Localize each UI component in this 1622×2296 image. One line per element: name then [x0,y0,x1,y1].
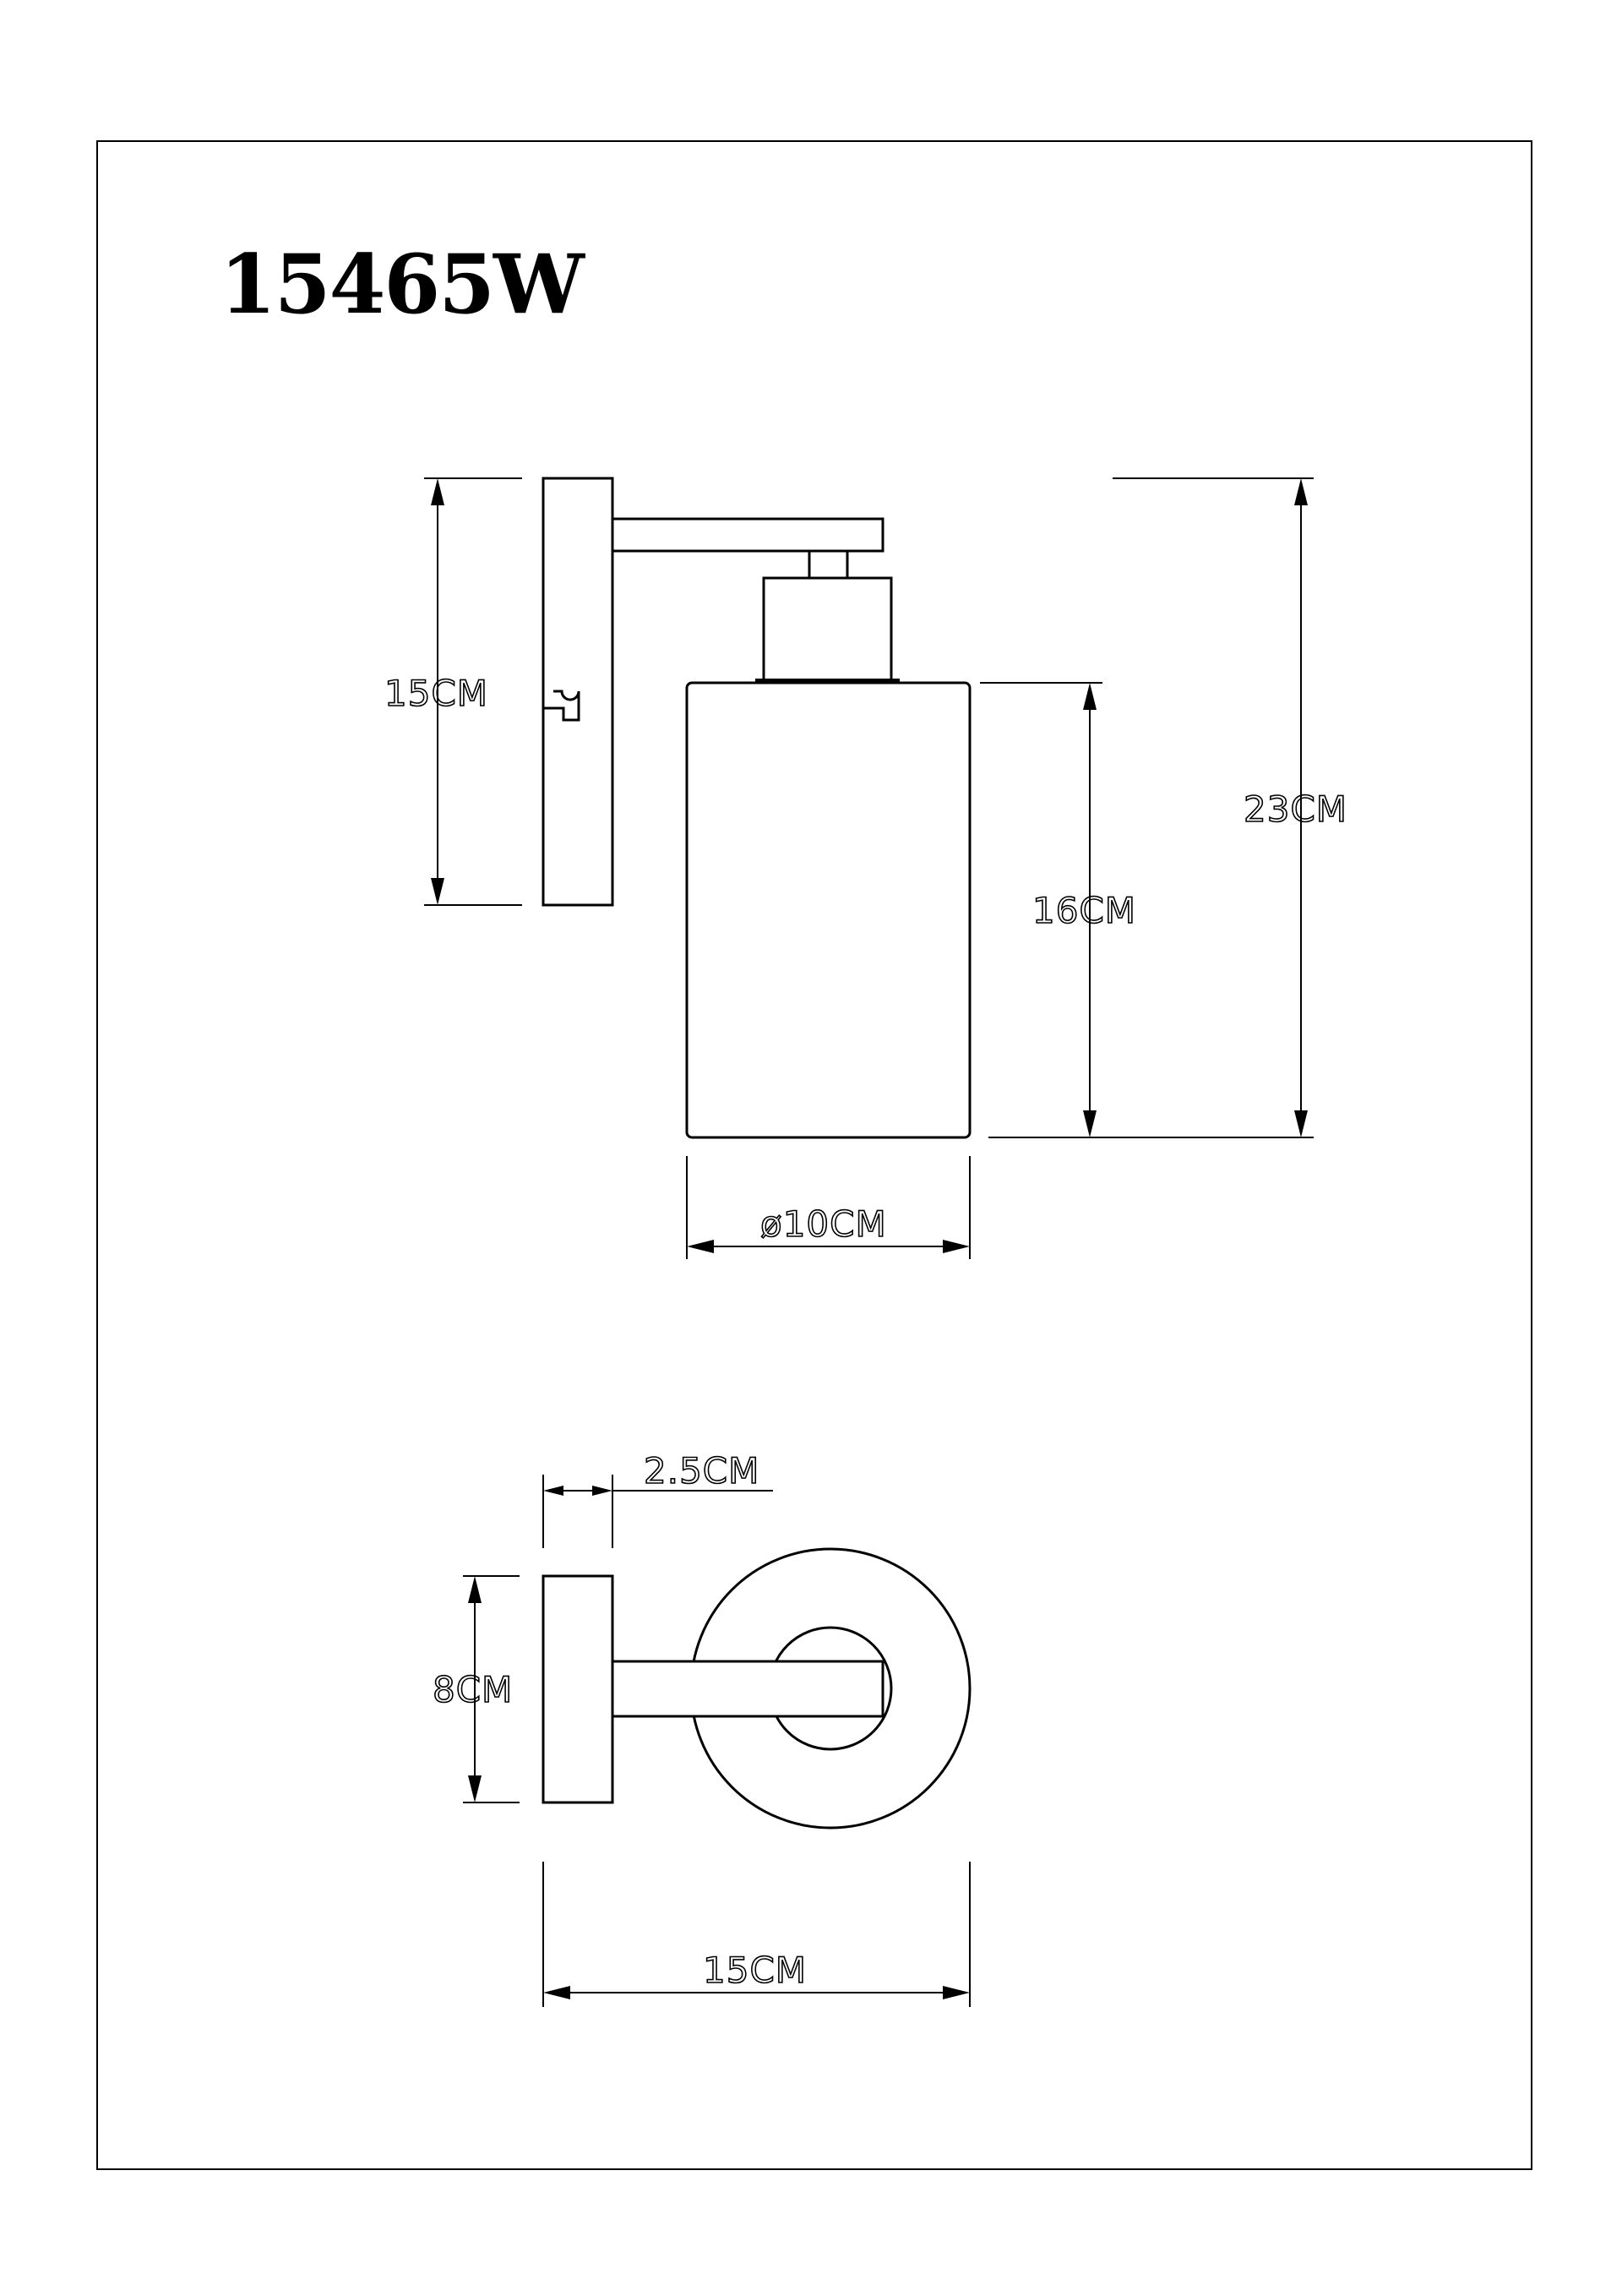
socket-collar [755,679,900,684]
arm-connector [808,549,849,580]
drawing-frame [96,140,1532,2170]
dimension-label-backplate-depth: 2.5CM [644,1450,759,1492]
dimension-label-overall-projection: 15CM [703,1950,807,1991]
backplate-top [542,1574,614,1804]
mounting-hook-notch [543,690,580,722]
top-view: 2.5CM 8CM 15CM [432,1449,972,2007]
side-view: 15CM 16CM 23CM ø10CM [384,477,1347,1259]
dimension-shade-diameter: ø10CM [686,1156,971,1259]
arm-side [611,517,884,553]
dimension-overall-projection: 15CM [542,1862,971,2007]
dimension-label-shade-diameter: ø10CM [760,1203,887,1245]
dimension-backplate-depth: 2.5CM [542,1449,773,1548]
lamp-socket [762,576,893,684]
arm-top [611,1660,884,1718]
dimension-label-backplate-height: 15CM [384,673,488,714]
backplate-side [542,477,614,907]
dimension-backplate-height: 15CM [384,477,522,906]
dimension-label-backplate-width: 8CM [433,1669,513,1710]
model-number: 15465W [220,237,585,332]
dimension-label-shade-height: 16CM [1032,890,1136,931]
dimension-overall-height: 23CM [988,477,1347,1138]
glass-shade [685,681,972,1139]
dimension-label-overall-height: 23CM [1244,788,1347,830]
dimension-shade-height: 16CM [980,682,1136,1137]
dimension-backplate-width: 8CM [432,1575,520,1803]
